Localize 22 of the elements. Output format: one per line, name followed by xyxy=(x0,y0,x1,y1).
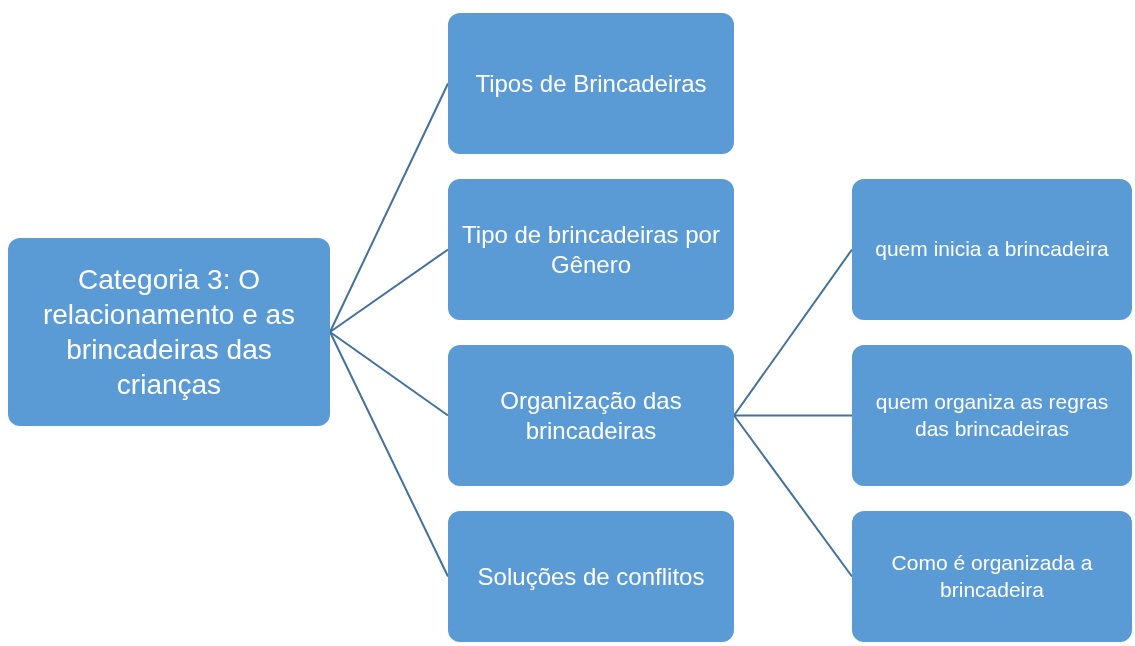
rounded-box xyxy=(448,345,734,486)
box-text: Soluções de conflitos xyxy=(477,561,705,592)
box-text: quem organiza as regras das brincadeiras xyxy=(874,389,1110,442)
rounded-box xyxy=(852,511,1132,642)
connector-line xyxy=(329,82,449,333)
connector-line xyxy=(329,331,449,578)
box-text: Categoria 3: O relacionamento e as brincadeiras das crianças xyxy=(41,263,297,402)
box-text: quem inicia a brincadeira xyxy=(875,236,1109,263)
rounded-box xyxy=(448,511,734,642)
connector-line xyxy=(329,331,449,417)
box-text: Tipos de Brincadeiras xyxy=(475,68,707,99)
rounded-box xyxy=(448,13,734,154)
connector-line xyxy=(733,414,853,578)
rounded-box xyxy=(8,238,330,426)
box-text: Organização das brincadeiras xyxy=(499,385,683,446)
connector-line xyxy=(733,414,853,417)
rounded-box xyxy=(852,179,1132,320)
rounded-box xyxy=(448,179,734,320)
rounded-box xyxy=(852,345,1132,486)
box-text: Como é organizada a brincadeira xyxy=(890,550,1094,603)
box-text: Tipo de brincadeiras por Gênero xyxy=(461,219,721,280)
connector-line xyxy=(329,248,449,333)
